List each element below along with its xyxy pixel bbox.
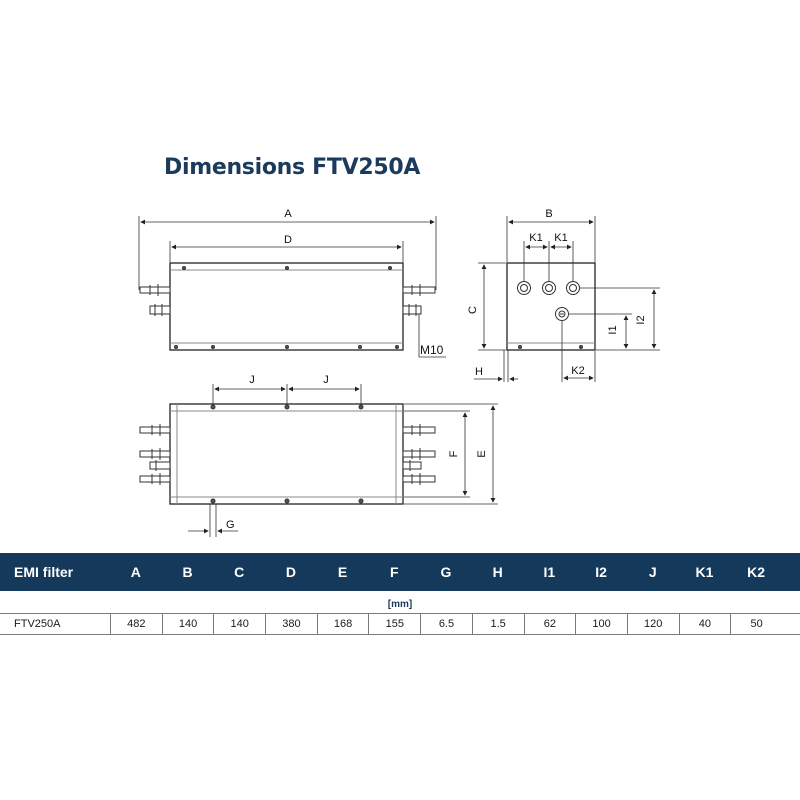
label-k2: K2: [571, 365, 584, 377]
leader-m10: [418, 314, 446, 358]
label-m10: M10: [420, 343, 444, 357]
dimension-i1-i2: [568, 287, 660, 351]
header-cell: K2: [747, 564, 766, 580]
dimension-b: [506, 216, 596, 262]
header-cell: B: [182, 564, 193, 580]
dimension-drawing: A D M10 B K1 K1: [138, 208, 660, 537]
table-cell: 62: [523, 614, 576, 634]
dimension-d: [169, 241, 404, 262]
header-cell: A: [130, 564, 141, 580]
label-j-left: J: [249, 374, 255, 386]
table-cell: FTV250A: [14, 618, 61, 630]
header-cell: EMI filter: [14, 564, 74, 580]
table-cell: 380: [265, 614, 317, 634]
header-cell: H: [492, 564, 503, 580]
label-f: F: [448, 450, 460, 457]
table-cell: 155: [368, 614, 420, 634]
label-h: H: [475, 366, 483, 378]
table-row: FTV250A 482 140 140 380 168 155 6.5 1.5 …: [0, 613, 800, 635]
table-cell: 140: [161, 614, 214, 634]
page-title: Dimensions FTV250A: [164, 155, 421, 180]
table-header: EMI filter A B C D E F G H I1 I2 J K1 K2: [0, 553, 800, 591]
header-cell: G: [440, 564, 452, 580]
header-cell: E: [337, 564, 348, 580]
dimension-g: [188, 504, 238, 537]
dimension-c: [478, 262, 506, 351]
dimension-f: [404, 410, 470, 498]
label-e: E: [476, 450, 488, 457]
dimension-j: [212, 384, 362, 405]
header-cell: I1: [543, 564, 556, 580]
label-k1-left: K1: [529, 232, 542, 244]
header-cell: D: [285, 564, 296, 580]
table-cell: 40: [678, 614, 731, 634]
label-k1-right: K1: [554, 232, 567, 244]
dimension-a: [138, 216, 437, 290]
dimensions-table: EMI filter A B C D E F G H I1 I2 J K1 K2…: [0, 553, 800, 635]
side-view: [506, 262, 596, 351]
table-cell: 100: [575, 614, 627, 634]
table-cell: 120: [626, 614, 679, 634]
label-a: A: [284, 208, 292, 220]
label-i1: I1: [607, 325, 619, 334]
header-cell: J: [648, 564, 657, 580]
header-cell: K1: [695, 564, 714, 580]
label-d: D: [284, 234, 292, 246]
dimension-h: [474, 350, 518, 382]
table-cell: 140: [213, 614, 265, 634]
label-b: B: [545, 208, 552, 220]
top-view: [139, 403, 436, 505]
dimension-e: [404, 403, 498, 505]
table-cell: 6.5: [420, 614, 472, 634]
header-cell: I2: [595, 564, 607, 580]
label-c: C: [467, 306, 479, 314]
dimension-k2: [561, 321, 596, 382]
units-label: [mm]: [387, 599, 413, 610]
table-cell: 1.5: [471, 614, 524, 634]
table-cell: 482: [110, 614, 162, 634]
table-cell: 168: [316, 614, 369, 634]
label-g: G: [226, 519, 235, 531]
header-cell: C: [234, 564, 245, 580]
dimension-k1: [523, 241, 574, 281]
label-j-right: J: [323, 374, 329, 386]
front-view: [139, 262, 436, 351]
header-cell: F: [390, 564, 399, 580]
label-i2: I2: [635, 315, 647, 324]
table-cell: 50: [730, 614, 782, 634]
